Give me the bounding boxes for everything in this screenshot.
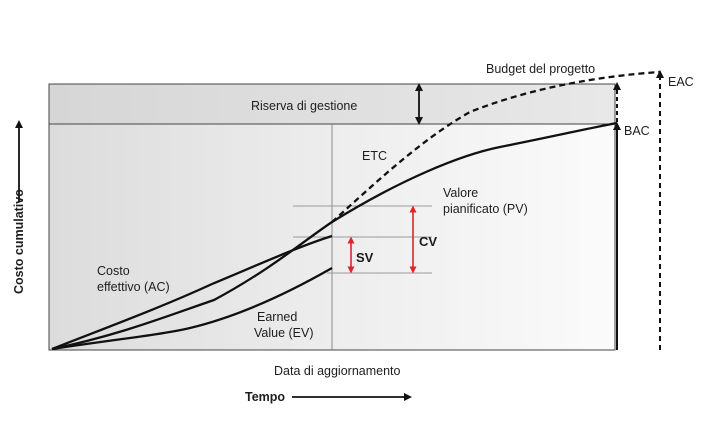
pv-label-line1: Valore bbox=[443, 186, 478, 200]
pv-curve bbox=[51, 121, 618, 351]
cost-axis-label: Costo cumulativo bbox=[12, 189, 26, 294]
reserve-label: Riserva di gestione bbox=[251, 99, 357, 113]
sv-label: SV bbox=[356, 250, 374, 265]
management-reserve-band bbox=[48, 83, 616, 125]
cv-label: CV bbox=[419, 234, 437, 249]
ac-curve bbox=[51, 234, 333, 351]
ac-label-line1: Costo bbox=[97, 264, 130, 278]
ac-label-line2: effettivo (AC) bbox=[97, 280, 170, 294]
etc-label: ETC bbox=[362, 149, 387, 163]
etc-curve bbox=[331, 70, 661, 223]
ev-curve bbox=[51, 267, 333, 351]
eac-label: EAC bbox=[668, 75, 694, 89]
ev-label-line1: Earned bbox=[257, 310, 297, 324]
budget-label: Budget del progetto bbox=[486, 62, 595, 76]
status-date-label: Data di aggiornamento bbox=[274, 364, 401, 378]
pv-label-line2: pianificato (PV) bbox=[443, 202, 528, 216]
ev-label-line2: Value (EV) bbox=[254, 326, 314, 340]
bac-label: BAC bbox=[624, 124, 650, 138]
time-axis-label: Tempo bbox=[245, 390, 285, 404]
